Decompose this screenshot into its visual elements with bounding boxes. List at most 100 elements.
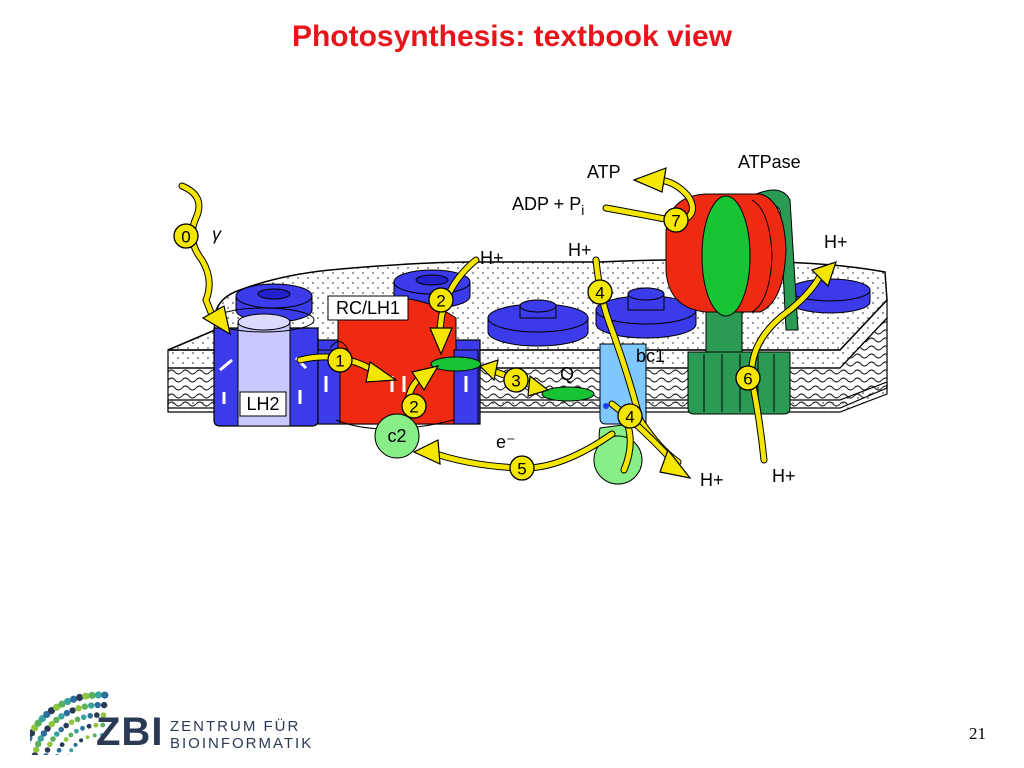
logo-dot [68,732,74,738]
logo-acronym: ZBI [96,710,164,754]
logo-dot [58,700,66,708]
logo-dot [76,693,84,702]
logo-dot [55,753,60,755]
atpase-complex: ATPase [665,152,801,415]
svg-text:0: 0 [181,228,190,247]
logo-dot [48,720,55,728]
logo-dot [86,723,92,729]
arrow-4-lower [620,422,634,474]
logo-dot [87,712,94,719]
adp-label: ADP + Pi [512,194,584,218]
logo-dot [100,733,105,738]
atp-label: ATP [587,162,621,182]
svg-text:4: 4 [625,408,634,427]
logo-dot [69,748,74,753]
logo-dot [63,709,71,717]
step-4-top: 4 [587,279,613,305]
rc-lh1-label: RC/LH1 [336,298,400,318]
h-plus-label-3: H+ [824,232,848,252]
step-5: 5 [509,455,535,481]
logo-dot [79,738,84,743]
h-plus-label-2: H+ [568,240,592,260]
logo-dot [69,707,76,714]
svg-text:1: 1 [335,352,344,371]
gamma-label: γ [212,224,222,244]
svg-text:6: 6 [743,370,752,389]
step-1: 1 [327,347,353,373]
arrow-7 [602,167,696,226]
logo-dot [93,722,99,728]
logo-dot [100,701,108,709]
lh2-label: LH2 [246,394,279,414]
logo-dot [58,713,65,720]
svg-text:2: 2 [436,292,445,311]
logo-dot [94,701,101,709]
svg-text:4: 4 [595,284,604,303]
logo-arc-icon [30,691,109,755]
logo-dot [56,747,62,753]
svg-text:7: 7 [671,212,680,231]
surface-proteins [235,269,871,347]
logo-dot [43,753,49,755]
logo-dot [59,742,65,748]
arrow-6 [748,261,837,464]
logo-dot [88,702,95,709]
logo-dot [101,691,109,699]
cytochrome-c2: c2 [374,413,420,459]
h-plus-label-4: H+ [700,470,724,490]
arrow-0 [178,182,231,336]
step-0: 0 [173,223,199,249]
logo-dot [85,735,90,740]
zbi-logo-dots [30,691,109,755]
step-6: 6 [735,365,761,391]
logo-dot [47,741,53,748]
quinone-2 [541,386,595,402]
h-plus-label-1: H+ [480,248,504,268]
logo-dot [73,742,78,747]
logo-dot [40,730,48,737]
bc1-label: bc1 [636,346,665,366]
logo-dot [94,691,103,699]
diagram-labels: γ ATP ADP + Pi e⁻ H+ H+ H+ H+ H+ [212,162,848,490]
step-3: 3 [503,367,529,393]
step-2-bottom: 2 [401,393,427,419]
step-4-bottom: 4 [617,403,643,429]
q-label: Q [560,364,574,384]
h-plus-label-5: H+ [772,466,796,486]
logo-dot [63,722,69,729]
svg-text:3: 3 [511,372,520,391]
logo-dot [53,731,60,737]
logo-dot [44,747,51,753]
electron-label: e⁻ [496,432,516,452]
svg-text:5: 5 [517,460,526,479]
logo-dot [34,740,42,748]
logo-dot [47,707,56,715]
logo-dot [74,716,81,723]
svg-text:2: 2 [409,398,418,417]
slide-title: Photosynthesis: textbook view [291,20,733,53]
logo-dot [33,746,40,753]
logo-dot [63,737,69,742]
logo-subtitle: ZENTRUM FÜR BIOINFORMATIK [170,718,313,752]
logo-dot [31,752,39,755]
logo-dot [44,725,51,732]
step-2-top: 2 [428,287,454,313]
step-markers: 0 1 2 2 3 4 4 5 6 7 [173,207,761,481]
logo-dot [64,697,72,706]
logo-dot [80,714,87,721]
logo-dot [100,722,106,728]
logo-dot [50,736,56,742]
logo-dot [80,725,85,731]
logo-dot [53,703,61,711]
disc-4 [595,287,697,339]
logo-dot [58,726,65,733]
logo-dot [81,703,89,710]
logo-dot [53,716,60,724]
logo-dot [69,695,78,703]
atpase-label: ATPase [738,152,801,172]
page-number: 21 [969,724,986,743]
step-7: 7 [663,207,689,233]
logo-line-2: BIOINFORMATIK [170,735,314,752]
logo-dot [82,692,90,700]
quinone-1 [430,356,482,372]
